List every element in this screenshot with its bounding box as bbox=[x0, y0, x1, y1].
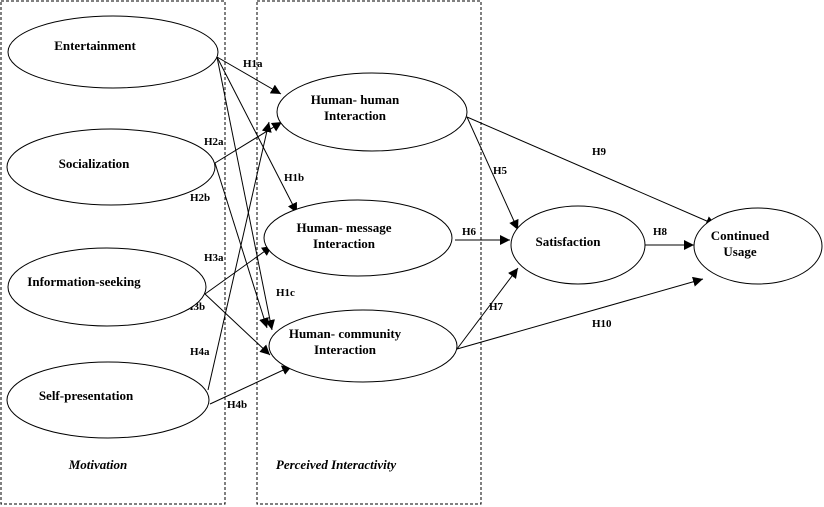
node-information-seeking: Information-seeking bbox=[7, 247, 207, 327]
edge-h3a-arrow bbox=[204, 245, 273, 295]
edge-h3a-label: H3a bbox=[204, 252, 224, 264]
edge-h7-label: H7 bbox=[489, 301, 504, 313]
edge-h8-label: H8 bbox=[653, 226, 668, 238]
node-continued-usage: Continued Usage bbox=[693, 207, 823, 285]
edge-h2b-label: H2b bbox=[190, 192, 210, 204]
edge-h6-label: H6 bbox=[462, 226, 477, 238]
node-socialization: Socialization bbox=[6, 128, 216, 206]
edge-h5-label: H5 bbox=[493, 165, 508, 177]
edge-h4b-arrow bbox=[209, 365, 293, 405]
node-socialization-label: Socialization bbox=[59, 156, 131, 171]
edge-h9-label: H9 bbox=[592, 146, 607, 158]
node-entertainment: Entertainment bbox=[7, 15, 219, 89]
node-human-human-line1: Human- human bbox=[311, 92, 400, 107]
edge-h4a-arrow bbox=[207, 121, 272, 391]
node-human-message-line1: Human- message bbox=[297, 220, 392, 235]
edge-h7-arrow bbox=[456, 267, 519, 350]
node-entertainment-label: Entertainment bbox=[54, 38, 136, 53]
node-human-message-line2: Interaction bbox=[313, 236, 376, 251]
edge-h1b-label: H1b bbox=[284, 172, 304, 184]
node-continued-usage-line2: Usage bbox=[723, 244, 756, 259]
edge-h4b-label: H4b bbox=[227, 399, 247, 411]
edge-h4a-label: H4a bbox=[190, 346, 210, 358]
node-self-presentation: Self-presentation bbox=[6, 361, 210, 439]
edge-h1c-arrow bbox=[216, 56, 275, 331]
node-human-community-line2: Interaction bbox=[314, 342, 377, 357]
motivation-group-box bbox=[0, 0, 226, 505]
edge-h5-arrow bbox=[466, 116, 519, 231]
edge-h9-arrow bbox=[466, 116, 717, 226]
node-human-message-interaction: Human- message Interaction bbox=[263, 199, 453, 277]
node-human-human-line2: Interaction bbox=[324, 108, 387, 123]
perceived-interactivity-group-box bbox=[256, 0, 482, 505]
edge-h1c-label: H1c bbox=[276, 287, 295, 299]
edge-h1a-label: H1a bbox=[243, 58, 263, 70]
node-human-community-interaction: Human- community Interaction bbox=[268, 309, 458, 383]
edge-h2a-label: H2a bbox=[204, 136, 224, 148]
perceived-interactivity-group-title: Perceived Interactivity bbox=[276, 457, 396, 472]
node-satisfaction-label: Satisfaction bbox=[536, 234, 602, 249]
motivation-group-title: Motivation bbox=[68, 457, 128, 472]
node-information-seeking-label: Information-seeking bbox=[27, 274, 141, 289]
node-human-human-interaction: Human- human Interaction bbox=[276, 72, 468, 152]
edge-h3b-arrow bbox=[204, 293, 271, 356]
edge-h1b-arrow bbox=[216, 56, 298, 214]
node-self-presentation-label: Self-presentation bbox=[39, 388, 134, 403]
edge-h10-label: H10 bbox=[592, 318, 612, 330]
node-satisfaction: Satisfaction bbox=[510, 205, 646, 285]
node-continued-usage-line1: Continued bbox=[711, 228, 770, 243]
edge-h1a-arrow bbox=[216, 56, 282, 95]
node-human-community-line1: Human- community bbox=[289, 326, 402, 341]
edge-h10-arrow bbox=[456, 276, 704, 350]
